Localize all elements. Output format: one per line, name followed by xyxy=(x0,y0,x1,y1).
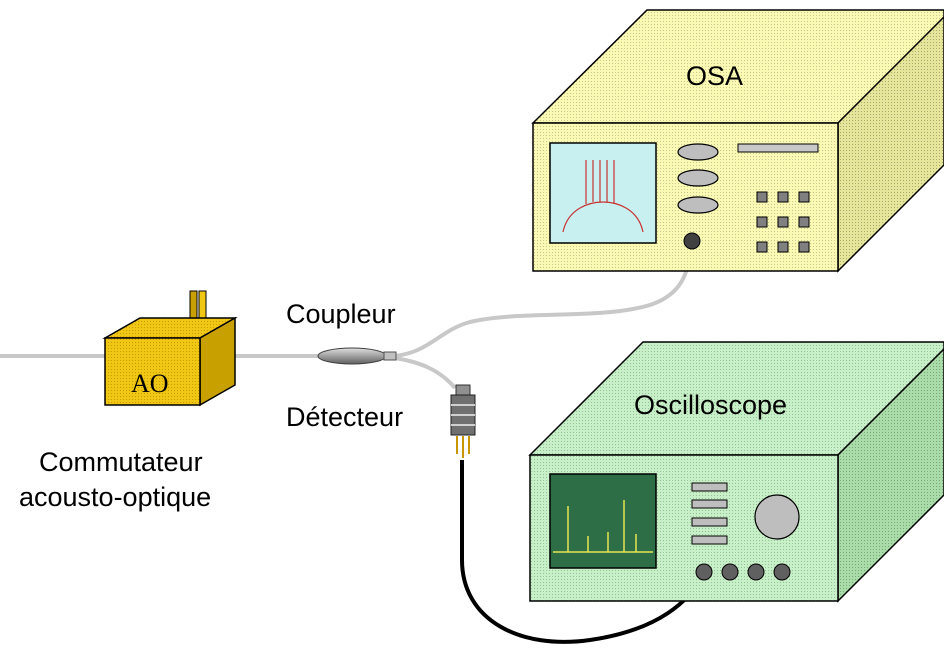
coupler-label: Coupleur xyxy=(286,299,396,329)
switch-label-line1: Commutateur xyxy=(39,447,203,477)
osa-screen xyxy=(549,142,657,244)
oscilloscope-instrument: Oscilloscope xyxy=(528,341,944,603)
osa-knob-2 xyxy=(677,169,719,187)
osa-knob-1 xyxy=(677,143,719,161)
cable-detector-to-scope xyxy=(460,460,705,644)
osa-input-port xyxy=(683,232,701,250)
scope-dial xyxy=(754,494,800,540)
scope-port-2 xyxy=(721,563,739,581)
scope-slider-controls xyxy=(691,482,728,545)
scope-screen xyxy=(549,473,657,569)
scope-input-port xyxy=(695,563,713,581)
osa-knob-3 xyxy=(677,196,719,214)
switch-label-line2: acousto-optique xyxy=(19,482,211,512)
scope-port-3 xyxy=(747,563,765,581)
osa-spectrum-trace xyxy=(562,160,644,233)
osa-keypad xyxy=(756,191,810,253)
osa-instrument: OSA xyxy=(531,9,944,273)
osa-slot xyxy=(737,143,819,153)
coupler xyxy=(317,347,397,365)
fiber-coupler-to-detector xyxy=(394,356,457,390)
scope-trace xyxy=(553,500,653,553)
osa-label: OSA xyxy=(686,61,743,91)
acousto-optic-switch: AO xyxy=(102,290,238,407)
oscilloscope-label: Oscilloscope xyxy=(634,390,787,420)
scope-port-4 xyxy=(773,563,791,581)
fiber-coupler-to-osa xyxy=(394,244,694,358)
ao-label: AO xyxy=(131,369,169,398)
detector xyxy=(450,384,476,458)
detector-label: Détecteur xyxy=(286,402,403,432)
